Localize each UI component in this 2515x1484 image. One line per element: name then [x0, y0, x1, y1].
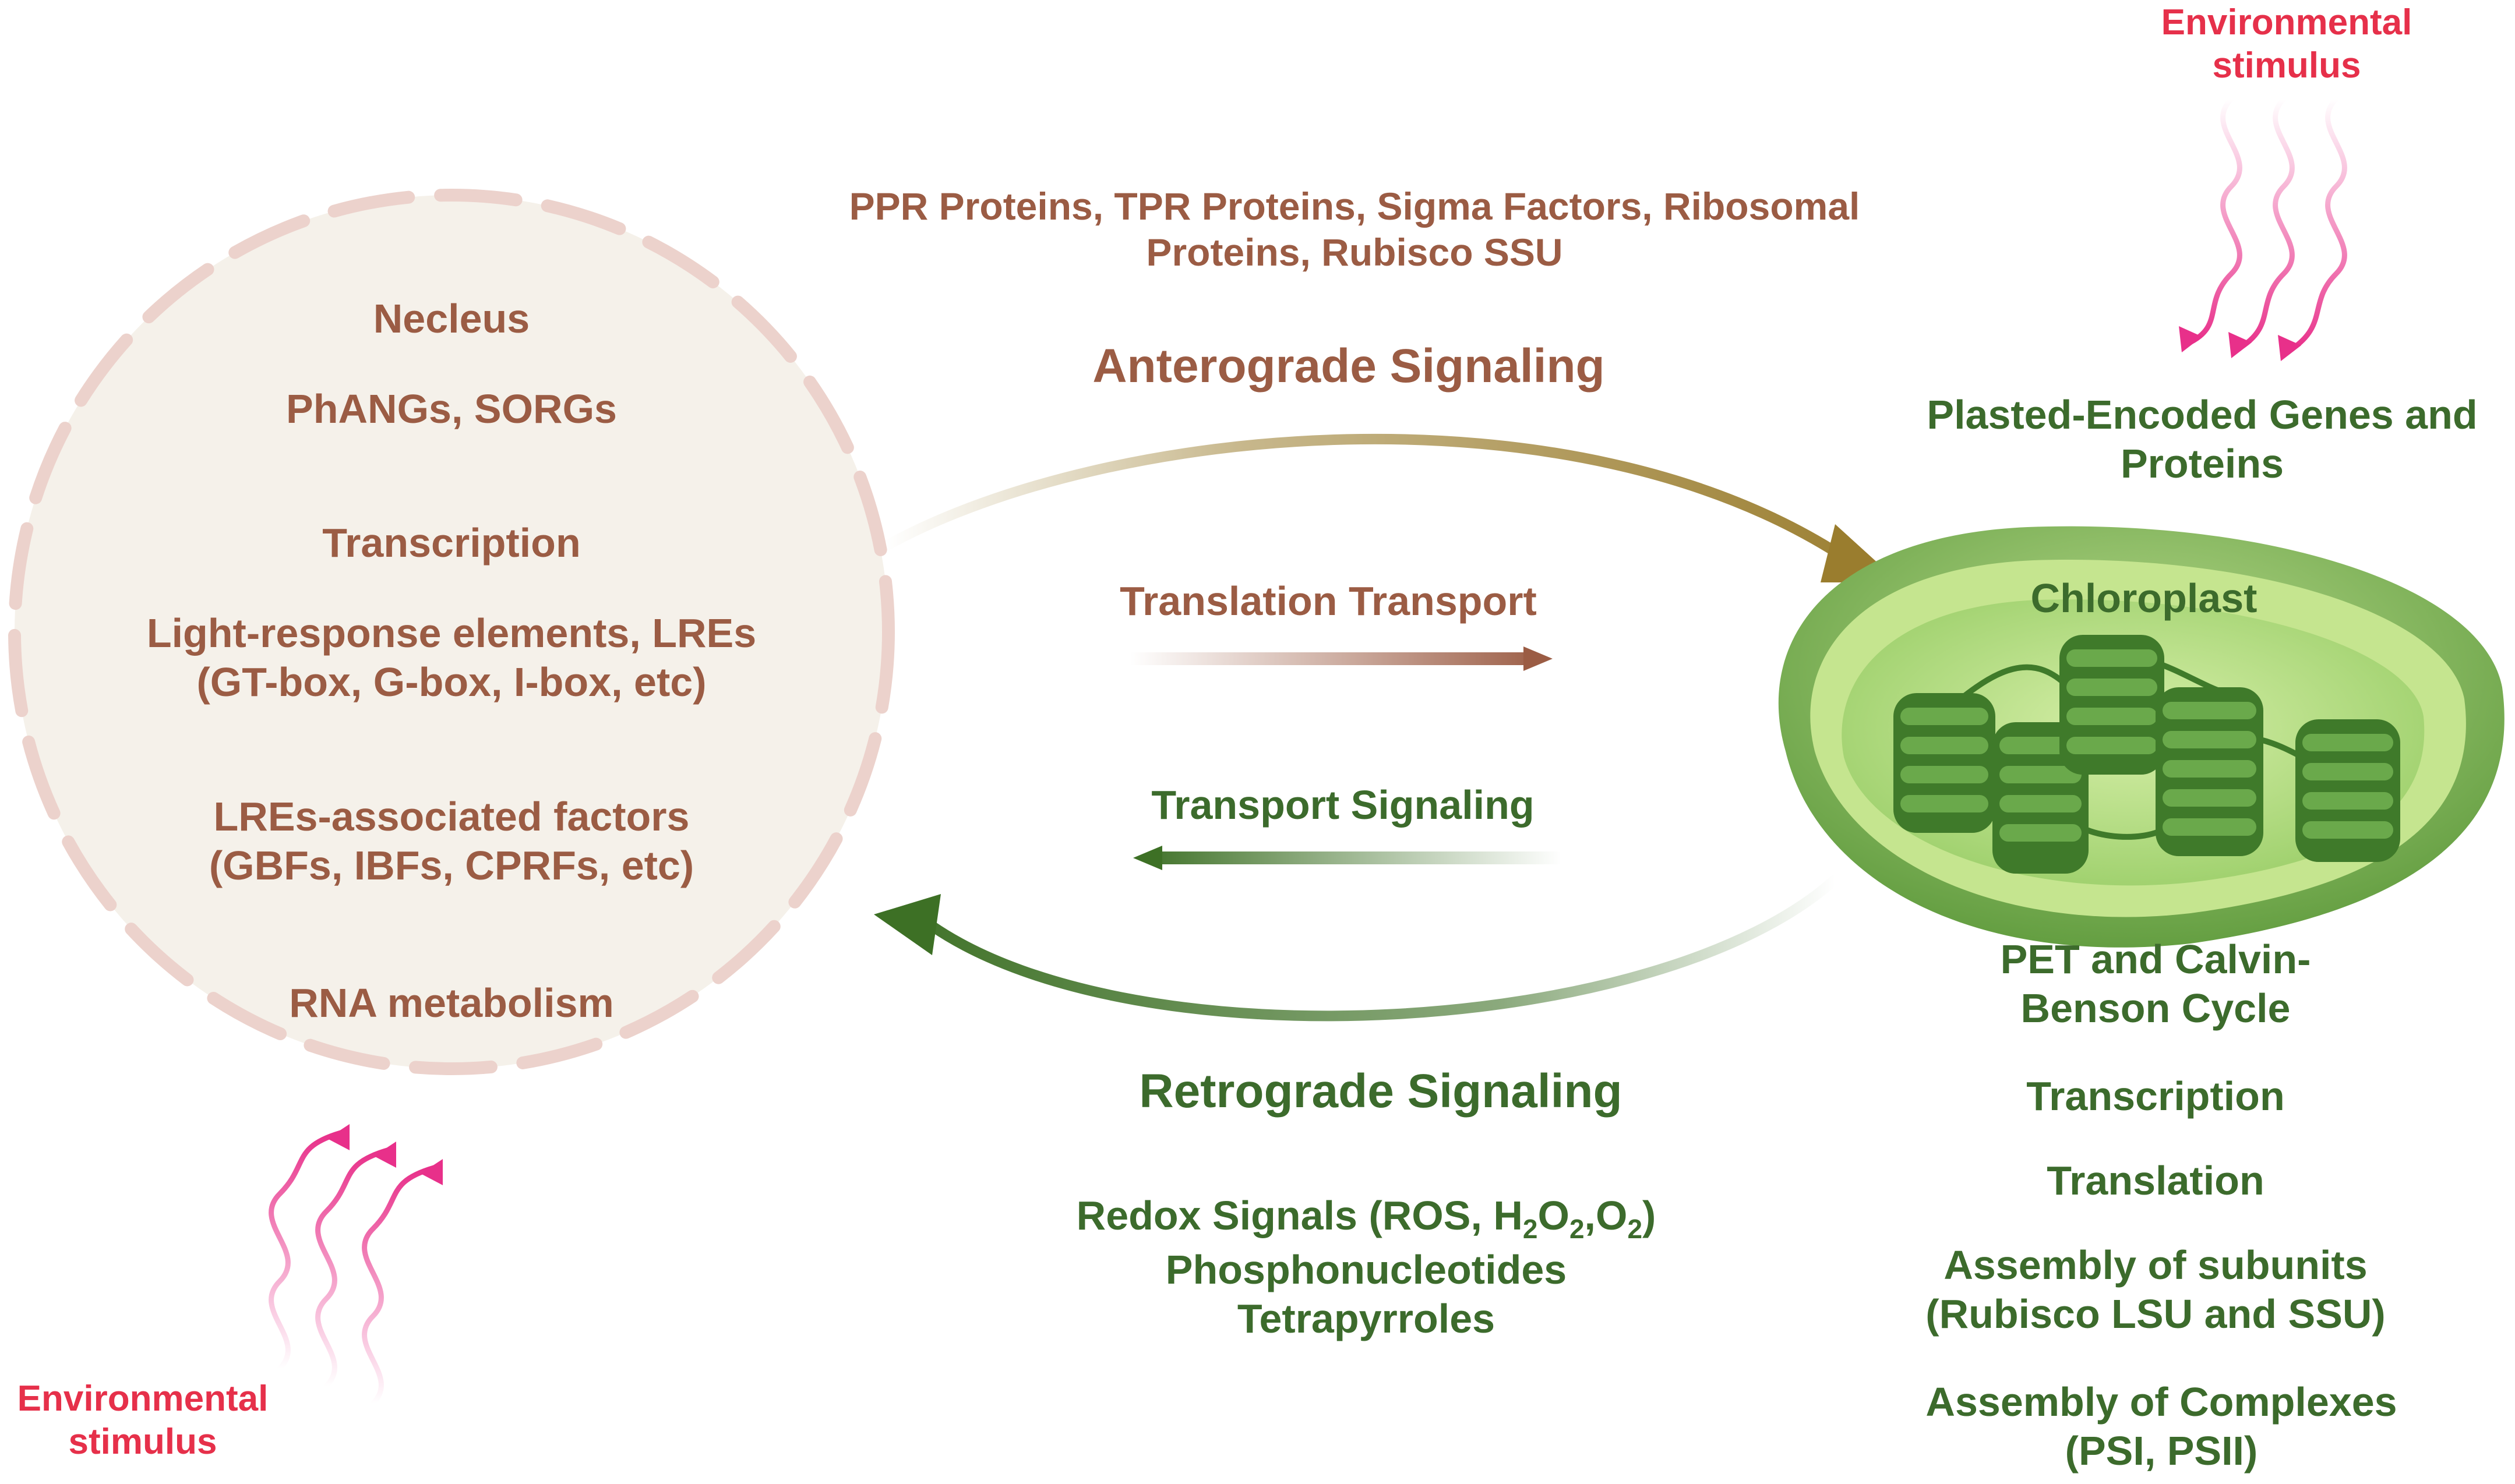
redox-suffix: )	[1642, 1193, 1656, 1238]
redox-comma-o: ,O	[1584, 1193, 1628, 1238]
pet-calvin: PET and Calvin- Benson Cycle	[2001, 935, 2311, 1033]
assembly-complexes-line1: Assembly of Complexes	[1925, 1379, 2397, 1425]
chloroplast-translation: Translation	[2047, 1158, 2264, 1203]
stimulus-waves-top	[2185, 96, 2347, 355]
chloroplast-transcription: Transcription	[2026, 1073, 2285, 1119]
assembly-complexes: Assembly of Complexes (PSI, PSII)	[1925, 1377, 2397, 1475]
tetrapyrroles-line: Tetrapyrroles	[1237, 1296, 1495, 1342]
nucleus-lre-line1: Light-response elements, LREs	[146, 610, 757, 656]
stimulus-top-label: Environmental stimulus	[2161, 1, 2412, 88]
anterograde-proteins-line1: PPR Proteins, TPR Proteins, Sigma Factor…	[849, 185, 1860, 228]
redox-signals-line: Redox Signals (ROS, H2O2,O2)	[1077, 1191, 1656, 1245]
redox-sub-2: 2	[1569, 1214, 1585, 1244]
anterograde-arrow	[883, 433, 1899, 582]
stimulus-bottom-label: Environmental stimulus	[17, 1377, 269, 1464]
plastid-genes: Plasted-Encoded Genes and Proteins	[1927, 390, 2477, 488]
nucleus-cell	[8, 189, 895, 1075]
pet-calvin-line2: Benson Cycle	[2020, 985, 2291, 1031]
translation-transport-arrow	[1130, 646, 1553, 671]
nucleus-lre-line2: (GT-box, G-box, I-box, etc)	[196, 659, 707, 705]
granum-stack-4	[2156, 687, 2263, 856]
nucleus-lre: Light-response elements, LREs (GT-box, G…	[147, 609, 756, 706]
stimulus-top-line1: Environmental	[2161, 2, 2412, 43]
nucleus-factors-line2: (GBFs, IBFs, CPRFs, etc)	[209, 843, 694, 888]
stimulus-bottom-line1: Environmental	[17, 1379, 269, 1419]
transport-signaling-arrow	[1133, 846, 1561, 870]
anterograde-title: Anterograde Signaling	[1092, 340, 1605, 393]
redox-sub-3: 2	[1627, 1214, 1643, 1244]
granum-stack-1	[1893, 693, 1995, 833]
nucleus-factors-line1: LREs-associated factors	[213, 794, 690, 839]
pet-calvin-line1: PET and Calvin-	[2000, 937, 2311, 982]
assembly-subunits-line1: Assembly of subunits	[1943, 1242, 2368, 1288]
transport-signaling-label: Transport Signaling	[1151, 782, 1535, 828]
redox-o: O	[1537, 1193, 1569, 1238]
stimulus-arrowheads-top	[2179, 326, 2301, 361]
assembly-subunits-line2: (Rubisco LSU and SSU)	[1925, 1291, 2386, 1337]
retrograde-arrow	[874, 874, 1840, 1022]
retrograde-signals: Redox Signals (ROS, H2O2,O2) Phosphonucl…	[1077, 1191, 1656, 1343]
stimulus-top-line2: stimulus	[2212, 45, 2361, 86]
anterograde-proteins: PPR Proteins, TPR Proteins, Sigma Factor…	[849, 183, 1860, 275]
stimulus-arrowheads-bottom	[327, 1124, 443, 1185]
anterograde-proteins-line2: Proteins, Rubisco SSU	[1146, 231, 1563, 274]
nucleus-title: Necleus	[373, 296, 530, 341]
granum-stack-3	[2059, 635, 2164, 775]
chloroplast-organelle	[1778, 526, 2505, 948]
nucleus-genes: PhANGs, SORGs	[286, 386, 617, 432]
stimulus-waves-bottom	[269, 1130, 437, 1407]
plastid-genes-line1: Plasted-Encoded Genes and	[1927, 392, 2478, 437]
redox-sub-1: 2	[1522, 1214, 1538, 1244]
redox-prefix: Redox Signals (ROS, H	[1076, 1193, 1523, 1238]
plastid-genes-line2: Proteins	[2120, 441, 2284, 486]
stimulus-bottom-line2: stimulus	[68, 1422, 217, 1462]
chloroplast-title: Chloroplast	[2030, 575, 2257, 621]
nucleus-factors: LREs-associated factors (GBFs, IBFs, CPR…	[209, 792, 694, 890]
assembly-subunits: Assembly of subunits (Rubisco LSU and SS…	[1925, 1241, 2385, 1338]
phosphonucleotides-line: Phosphonucleotides	[1165, 1247, 1567, 1293]
assembly-complexes-line2: (PSI, PSII)	[2065, 1428, 2258, 1474]
retrograde-title: Retrograde Signaling	[1139, 1065, 1622, 1118]
granum-stack-5	[2295, 719, 2400, 862]
nucleus-transcription: Transcription	[322, 520, 581, 566]
nucleus-rna: RNA metabolism	[289, 980, 614, 1026]
translation-transport-label: Translation Transport	[1120, 578, 1537, 624]
